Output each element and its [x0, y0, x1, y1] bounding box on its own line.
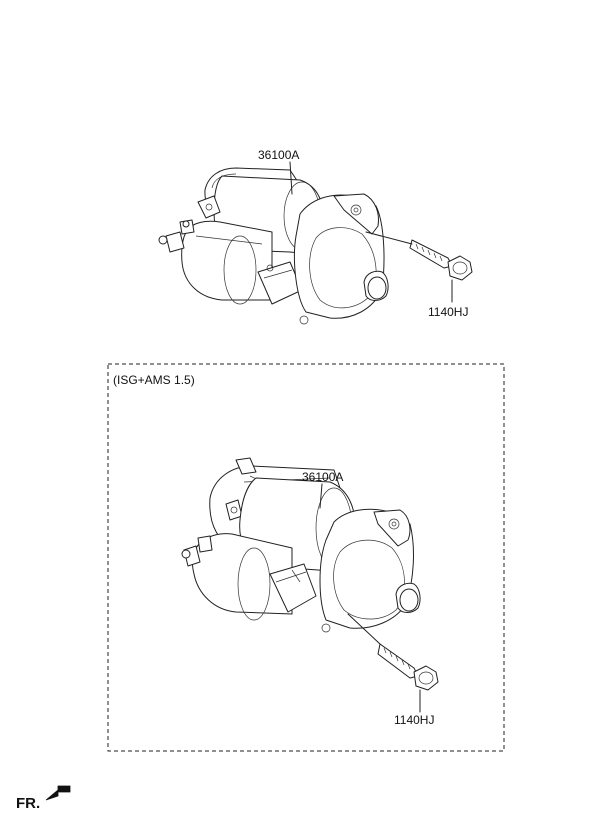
bolt-variant[interactable] — [377, 643, 439, 691]
variant-caption: (ISG+AMS 1.5) — [113, 373, 195, 387]
starter-motor-upper[interactable] — [158, 167, 389, 325]
part-label-starter: 36100A — [302, 470, 343, 484]
front-direction-label: FR. — [16, 795, 40, 812]
leader-line — [289, 161, 293, 195]
leader-line — [365, 231, 413, 245]
bolt-upper[interactable] — [409, 239, 473, 281]
leader-line — [347, 613, 381, 645]
part-label-starter: 36100A — [258, 148, 299, 162]
starter-motor-variant[interactable] — [181, 457, 421, 633]
leader-line — [319, 483, 323, 509]
front-arrow-icon — [45, 785, 71, 801]
variant-frame — [107, 363, 505, 752]
part-label-bolt: 1140HJ — [394, 713, 434, 727]
part-label-bolt: 1140HJ — [428, 305, 468, 319]
